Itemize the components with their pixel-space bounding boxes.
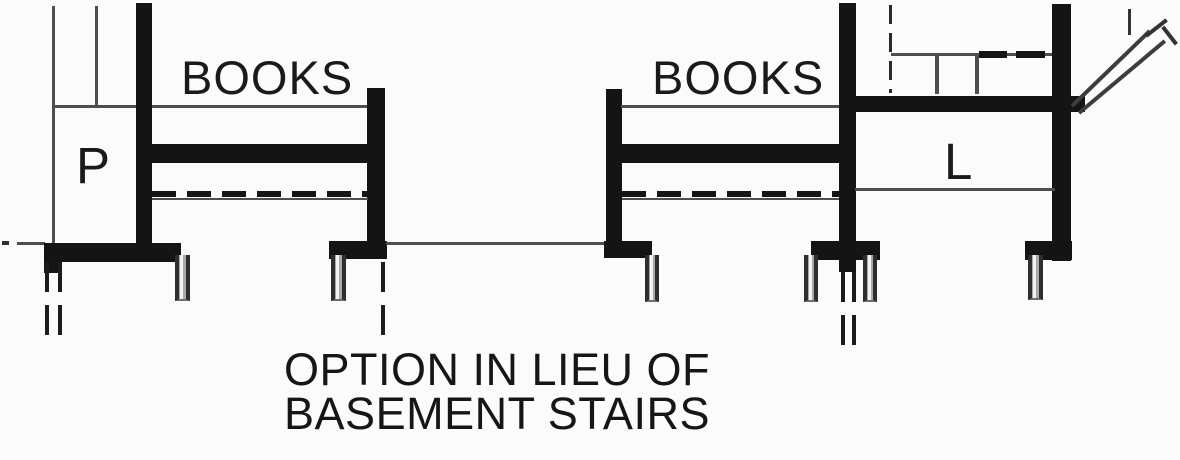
left-cabinet-edge-line <box>52 6 55 246</box>
cabinet-header-beam <box>855 96 1085 112</box>
left-unit-right-wall <box>367 88 385 246</box>
grade-line-left <box>17 242 45 245</box>
cabinet-shelf-line <box>855 188 1055 191</box>
right-unit-left-footing <box>604 241 652 258</box>
left-countertop-line <box>52 105 368 108</box>
right-unit-left-wall <box>606 89 622 246</box>
end-wall-post <box>1028 255 1043 300</box>
caption-line-1: OPTION IN LIEU OF <box>283 344 711 395</box>
left-unit-buried-line-1 <box>45 262 49 342</box>
right-unit-hidden-shelf-line <box>622 198 840 200</box>
cabinet-hidden-edge-line <box>889 5 892 93</box>
left-unit-left-footing <box>44 243 181 262</box>
end-wall <box>1052 4 1071 261</box>
ladder-stringer-1 <box>1070 29 1152 108</box>
arrow-tick <box>1128 9 1131 35</box>
p-cabinet-label: P <box>76 137 111 194</box>
left-unit-hidden-shelf-line <box>152 198 368 200</box>
l-cabinet-label: L <box>944 133 973 190</box>
left-unit-right-footing <box>329 241 387 259</box>
shared-wall-footing <box>811 241 880 260</box>
upper-shelf-divider-2 <box>975 55 979 94</box>
ladder-stringer-2 <box>1077 39 1167 115</box>
books-label-left: BOOKS <box>181 51 354 104</box>
floor-line <box>386 242 608 245</box>
caption-line-2: BASEMENT STAIRS <box>284 388 710 439</box>
left-unit-hidden-shelf-dashes <box>152 191 368 197</box>
left-unit-right-post <box>331 255 346 301</box>
left-unit-buried-line-2 <box>58 262 62 342</box>
books-label-right: BOOKS <box>652 51 825 104</box>
left-cabinet-divider-line <box>95 6 98 107</box>
drawing-caption: OPTION IN LIEU OF BASEMENT STAIRS <box>247 344 747 439</box>
shared-wall-buried-line-2 <box>852 272 856 352</box>
upper-shelf-dash-1 <box>979 51 1007 58</box>
left-unit-left-post <box>175 255 190 301</box>
right-countertop-line <box>621 105 841 108</box>
upper-shelf-line <box>891 53 1054 56</box>
grade-line-tick <box>2 241 9 245</box>
left-unit-thick-shelf <box>152 144 368 163</box>
left-unit-buried-line-3 <box>381 262 385 347</box>
right-unit-thick-shelf <box>622 144 855 163</box>
shared-wall-post-left <box>804 255 818 302</box>
shared-wall-post-right <box>863 255 877 302</box>
upper-shelf-divider-1 <box>935 55 939 94</box>
upper-shelf-dash-2 <box>1016 51 1045 58</box>
shared-double-wall <box>839 3 856 272</box>
shared-wall-buried-line-1 <box>841 272 845 352</box>
left-unit-left-wall <box>136 3 152 262</box>
right-unit-hidden-shelf-dashes <box>622 191 840 197</box>
right-unit-left-post <box>645 255 659 302</box>
